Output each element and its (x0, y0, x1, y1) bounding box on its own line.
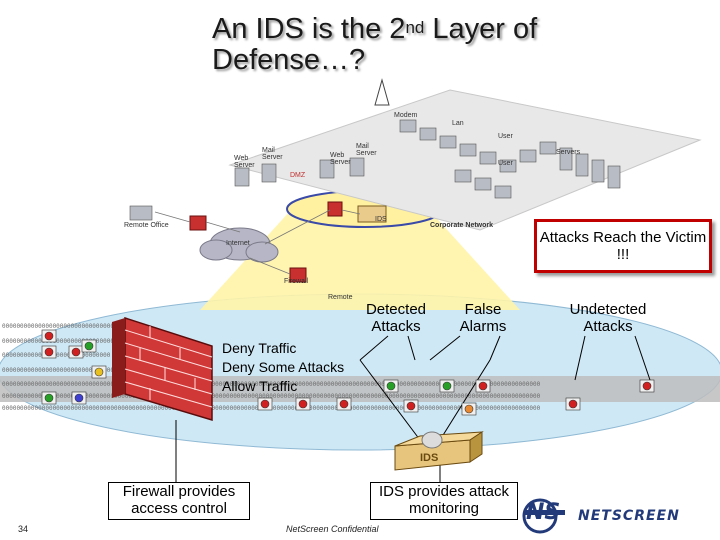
lan-platform (228, 89, 702, 231)
ids-coverage-cone (200, 200, 520, 310)
svg-text:000000000000000000000000000000: 0000000000000000000000000000000000000000… (2, 381, 541, 388)
web-server-top-label: Web Server (330, 152, 351, 166)
false-alarms-label: False Alarms (459, 301, 507, 335)
network-links (154, 209, 361, 275)
deny-traffic-label: Deny Traffic (222, 340, 297, 356)
firewall-caption: Firewall provides access control (108, 482, 250, 520)
detected-attacks-label: Detected Attacks (365, 301, 427, 335)
web-server-left-label: Web Server (234, 155, 255, 169)
firewall-wall (112, 316, 213, 422)
firewall-net-label: Firewall (284, 278, 309, 285)
remote-label: Remote (328, 294, 353, 301)
firewall-caption-text: Firewall provides access control (122, 483, 236, 517)
internet-cloud (199, 227, 279, 263)
remote-office-label: Remote Office (124, 222, 169, 229)
servers-group (129, 119, 621, 221)
attacks-reach-callout: Attacks Reach the Victim !!! (534, 219, 712, 273)
undetected-attacks-label: Undetected Attacks (569, 301, 647, 335)
servers-label: Servers (556, 149, 581, 156)
svg-text:000000000000000000000000000000: 0000000000000000000000000000000000000000… (2, 393, 541, 400)
user-label-1: User (498, 133, 513, 140)
netscreen-logo-mark (522, 498, 565, 534)
ids-caption: IDS provides attack monitoring (370, 482, 518, 520)
modem-label: Modem (394, 112, 418, 119)
svg-text:000000000000000000000000000000: 0000000000000000000000000000000000 (2, 338, 125, 345)
callout-lines (175, 335, 651, 482)
svg-text:000000000000000000000000000000: 0000000000000000000000000000000000 (2, 367, 125, 374)
ids-appliance-label: IDS (420, 452, 439, 464)
user-label-2: User (498, 160, 513, 167)
svg-text:000000000000000000000000000000: 000000000000000000000000000000 (2, 352, 111, 359)
ids-disc-icon (421, 431, 443, 449)
dmz-label: DMZ (290, 172, 306, 179)
svg-text:000000000000000000000000000000: 00000000000000000000000000000000 (2, 323, 118, 330)
attacks-reach-text: Attacks Reach the Victim !!! (539, 229, 707, 263)
ids-caption-text: IDS provides attack monitoring (378, 483, 510, 517)
network-ids-box (357, 205, 387, 223)
title-superscript: nd (405, 18, 425, 37)
netscreen-logo-ns: NS (526, 500, 561, 525)
corporate-network-label: Corporate Network (430, 222, 494, 229)
allow-traffic-label: Allow Traffic (222, 378, 298, 394)
lan-label: Lan (452, 120, 464, 127)
title-line2: Defense…? (212, 44, 366, 76)
deny-some-attacks-label: Deny Some Attacks (222, 359, 345, 375)
internet-label: Internet (226, 240, 250, 247)
packets (41, 329, 655, 416)
confidential-label: NetScreen Confidential (286, 524, 379, 534)
title-line1-a: An IDS is the 2 (212, 13, 406, 45)
netscreen-logo-text: NETSCREEN (578, 508, 680, 524)
title-line1-b: Layer of (424, 13, 538, 45)
slide-title: An IDS is the 2nd Layer of Defense…? (212, 14, 537, 76)
network-firewall-icons (189, 201, 343, 283)
page-number: 34 (18, 524, 29, 534)
mail-server-left-label: Mail Server (262, 147, 283, 161)
ids-network-label: IDS (375, 216, 387, 223)
modem-pylon (374, 78, 390, 106)
mail-server-top-label: Mail Server (356, 143, 377, 157)
